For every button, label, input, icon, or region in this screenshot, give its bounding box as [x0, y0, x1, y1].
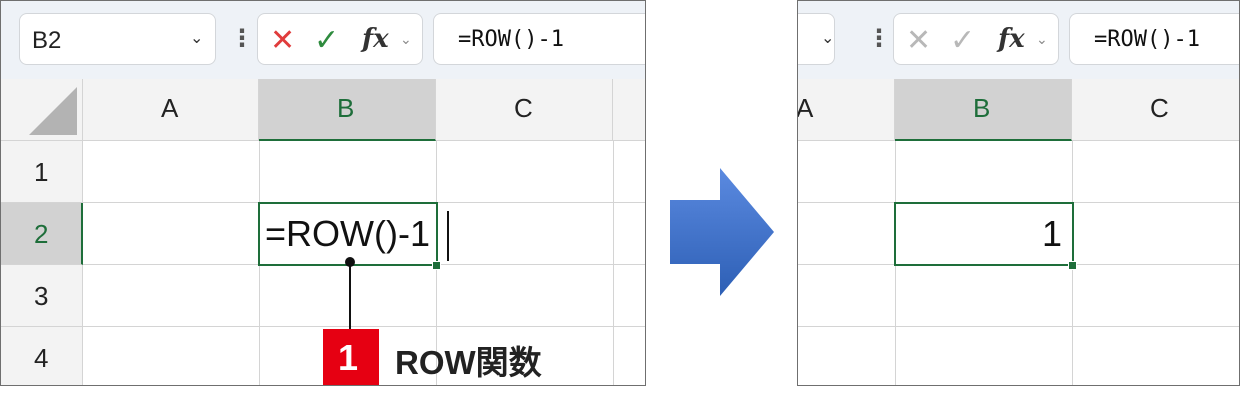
select-all-icon: [29, 87, 77, 135]
confirm-icon[interactable]: ✓: [314, 24, 340, 57]
column-header-d[interactable]: [613, 79, 645, 141]
grid-line: [83, 326, 645, 327]
chevron-down-icon[interactable]: ⌄: [190, 30, 204, 47]
row-label: 3: [34, 281, 49, 311]
insert-function-icon[interactable]: fx: [998, 24, 1025, 54]
fill-handle[interactable]: [432, 261, 441, 270]
formula-bar-area: ⌄ ⋮ ✕ ✓ fx ⌄ =ROW()-1: [798, 1, 1239, 79]
cell-edit-text: =ROW()-1: [265, 213, 430, 254]
left-spreadsheet-panel: B2 ⌄ ⋮ ✕ ✓ fx ⌄ =ROW()-1 A B C 1 2 3: [0, 0, 646, 386]
grid-line: [613, 141, 614, 385]
right-spreadsheet-panel: ⌄ ⋮ ✕ ✓ fx ⌄ =ROW()-1 A B C 1: [797, 0, 1240, 386]
cell-value: 1: [1042, 213, 1063, 254]
column-header-c[interactable]: C: [436, 79, 613, 141]
column-label: B: [973, 93, 991, 123]
more-options-icon[interactable]: ⋮: [867, 25, 891, 52]
row-header-4[interactable]: 4: [1, 327, 83, 385]
column-header-a[interactable]: A: [798, 79, 895, 141]
confirm-icon[interactable]: ✓: [950, 24, 976, 57]
selected-cell-b2[interactable]: [894, 202, 1074, 266]
text-cursor: [447, 211, 449, 261]
callout-dot: [345, 257, 355, 267]
formula-actions: ✕ ✓ fx ⌄: [893, 13, 1059, 65]
column-header-b[interactable]: B: [259, 79, 436, 141]
name-box[interactable]: ⌄: [798, 13, 835, 65]
cancel-icon[interactable]: ✕: [270, 24, 296, 57]
callout-number-badge: 1: [323, 329, 379, 385]
callout-number: 1: [338, 337, 359, 378]
column-header-c[interactable]: C: [1072, 79, 1239, 141]
fill-handle[interactable]: [1068, 261, 1077, 270]
column-label: B: [337, 93, 355, 123]
cancel-icon[interactable]: ✕: [906, 24, 932, 57]
row-header-2[interactable]: 2: [1, 203, 83, 265]
callout-label: ROW関数: [395, 344, 542, 381]
column-label: C: [1150, 93, 1169, 123]
formula-input[interactable]: =ROW()-1: [1069, 13, 1239, 65]
callout-line: [349, 263, 351, 333]
chevron-down-icon[interactable]: ⌄: [821, 30, 835, 47]
formula-text: =ROW()-1: [1094, 27, 1200, 52]
chevron-down-icon[interactable]: ⌄: [1036, 31, 1048, 47]
column-label: C: [514, 93, 533, 123]
name-box-value: B2: [32, 27, 62, 54]
column-label: A: [161, 93, 179, 123]
row-header-3[interactable]: 3: [1, 265, 83, 327]
row-label: 4: [34, 343, 49, 373]
formula-bar-area: B2 ⌄ ⋮ ✕ ✓ fx ⌄ =ROW()-1: [1, 1, 645, 79]
formula-input[interactable]: =ROW()-1: [433, 13, 645, 65]
arrow-right-icon: [670, 168, 774, 296]
column-header-b[interactable]: B: [895, 79, 1072, 141]
select-all-corner[interactable]: [1, 79, 83, 141]
chevron-down-icon[interactable]: ⌄: [400, 31, 412, 47]
grid-line: [798, 326, 1239, 327]
more-options-icon[interactable]: ⋮: [230, 25, 254, 52]
formula-text: =ROW()-1: [458, 27, 564, 52]
formula-actions: ✕ ✓ fx ⌄: [257, 13, 423, 65]
row-label: 2: [34, 219, 49, 249]
name-box[interactable]: B2 ⌄: [19, 13, 216, 65]
row-label: 1: [34, 157, 49, 187]
column-header-a[interactable]: A: [83, 79, 259, 141]
column-label: A: [797, 93, 814, 123]
insert-function-icon[interactable]: fx: [362, 24, 389, 54]
row-header-1[interactable]: 1: [1, 141, 83, 203]
